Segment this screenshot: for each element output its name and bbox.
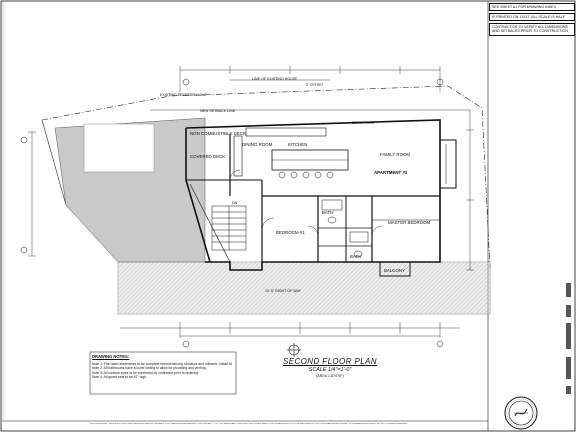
label-dining-room: DINING ROOM: [242, 142, 273, 147]
line-existing-house-label: LINE OF EXISTING HOUSE: [252, 77, 298, 81]
right-margin-marks: [566, 283, 571, 394]
engineer-seal: [504, 396, 538, 430]
label-family-room: FAMILY ROOM: [380, 152, 410, 157]
kitchen-counter: [245, 127, 327, 137]
door-swings: [229, 169, 383, 237]
dimension-lines-sides: [28, 110, 474, 271]
plan-scale: SCALE 1/4"=1'-0": [308, 367, 352, 373]
bay-window: [439, 139, 457, 189]
drawing-note-1: Note 1: Fire rated assemblies to be comp…: [92, 362, 232, 366]
label-covered-deck: COVERED DECK: [190, 154, 225, 159]
right-of-way-hatch: [117, 261, 491, 315]
deck-diagonal: [189, 183, 231, 263]
drawing-note-4: Note 4: All guard rails to be 42" high.: [92, 375, 147, 380]
north-arrow: [287, 343, 301, 357]
bath-fixtures: [321, 199, 369, 258]
plan-title: SECOND FLOOR PLAN: [283, 357, 377, 366]
footer-disclaimer: ALL DRAWINGS, SPECIFICATIONS AND DESIGNS…: [90, 423, 408, 425]
drawing-notes-border: [89, 351, 237, 395]
section-markers: [20, 78, 444, 348]
drawing-notes: DRAWING NOTES: Note 1: Fire rated assemb…: [92, 354, 232, 392]
stools: [278, 171, 334, 179]
right-of-way-label: 10'-0" RIGHT OF WAY: [265, 289, 302, 293]
stair-dn-label: DN: [232, 201, 238, 205]
balcony: [379, 261, 411, 277]
title-block: SEE SHEET A1 FOR DRAWING INDEX IF PRINTE…: [489, 3, 575, 38]
tb-drawing-index: SEE SHEET A1 FOR DRAWING INDEX: [489, 3, 575, 11]
label-non-combustible-deck: NON COMBUSTIBLE DECK: [190, 131, 246, 136]
label-bedroom: BEDROOM #1: [276, 230, 305, 235]
existing-property-line: [41, 85, 491, 269]
dimension-lines-top: [150, 66, 470, 111]
drawing-note-2: Note 2: All bathrooms have a lower ceili…: [92, 366, 207, 371]
existing-property-line-label: EXISTING PROPERTY LINE: [160, 93, 207, 97]
tb-contractor-note: CONTRACTOR TO VERIFY ALL DIMENSIONS AND …: [489, 23, 575, 36]
label-bench-seat: BENCH SEAT: [352, 121, 376, 125]
existing-structure: [83, 123, 155, 173]
offset-label: 3' OFFSET: [306, 83, 325, 87]
drawing-note-3: Note 3: All window sizes to be confirmed…: [92, 370, 200, 375]
left-margin-strip: [2, 2, 6, 420]
building-outline: [185, 119, 441, 271]
stair: [211, 205, 247, 251]
plan-title-block: SECOND FLOOR PLAN SCALE 1/4"=1'-0" (AREA…: [260, 357, 400, 378]
label-master-bedroom: MASTER BEDROOM: [388, 220, 431, 225]
label-kitchen: KITCHEN: [288, 142, 307, 147]
new-setback-label: NEW SETBACK LINE: [200, 109, 236, 113]
dining-counter: [233, 135, 243, 177]
drawing-notes-title: DRAWING NOTES:: [92, 354, 130, 359]
label-bath-2: BATH: [350, 254, 361, 259]
label-bath-1: BATH: [322, 210, 333, 215]
label-balcony: BALCONY: [384, 268, 405, 273]
dimension-lines-bottom: [120, 322, 460, 338]
label-apartment: APARTMENT #2: [374, 170, 408, 175]
tb-print-scale: IF PRINTED ON 11X17, ALL SCALE IS HALF: [489, 13, 575, 21]
plan-area: (AREA 1,874 SF): [316, 374, 344, 378]
